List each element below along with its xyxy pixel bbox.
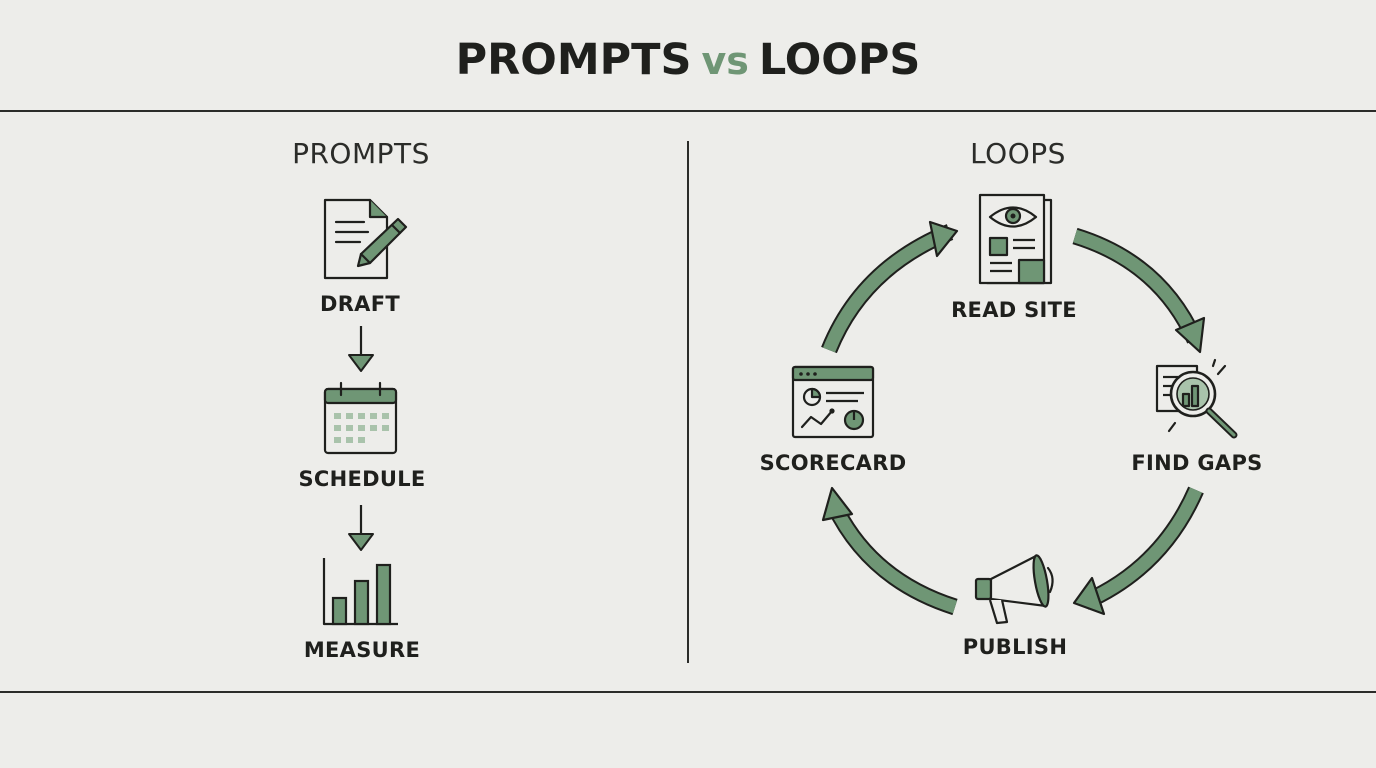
document-pencil-icon xyxy=(323,198,408,280)
calendar-icon xyxy=(323,381,398,455)
cycle-arrow xyxy=(821,220,959,354)
magnifier-chart-icon xyxy=(1155,358,1238,439)
dashboard-window-icon xyxy=(791,365,875,439)
bar-chart-icon xyxy=(322,558,398,626)
step-label-read-site: READ SITE xyxy=(951,298,1077,322)
title-vs: vs xyxy=(701,39,749,83)
center-divider-line xyxy=(687,141,689,663)
cycle-arrow xyxy=(821,486,958,616)
cycle-arrow xyxy=(1072,227,1206,354)
step-label-schedule: SCHEDULE xyxy=(298,467,426,491)
newspaper-eye-icon xyxy=(978,193,1053,285)
loops-heading: LOOPS xyxy=(970,137,1066,170)
step-label-draft: DRAFT xyxy=(319,292,401,316)
step-label-scorecard: SCORECARD xyxy=(759,451,907,475)
title-left: PROMPTS xyxy=(455,35,692,85)
arrow-down-icon xyxy=(348,326,374,372)
megaphone-icon xyxy=(974,554,1054,625)
step-label-publish: PUBLISH xyxy=(962,635,1068,659)
top-divider-line xyxy=(0,110,1376,112)
prompts-heading: PROMPTS xyxy=(292,137,430,170)
arrow-down-icon xyxy=(348,505,374,551)
step-label-find-gaps: FIND GAPS xyxy=(1131,451,1263,475)
step-label-measure: MEASURE xyxy=(303,638,421,662)
title-right: LOOPS xyxy=(758,35,921,85)
bottom-divider-line xyxy=(0,691,1376,693)
cycle-arrow xyxy=(1072,486,1204,616)
